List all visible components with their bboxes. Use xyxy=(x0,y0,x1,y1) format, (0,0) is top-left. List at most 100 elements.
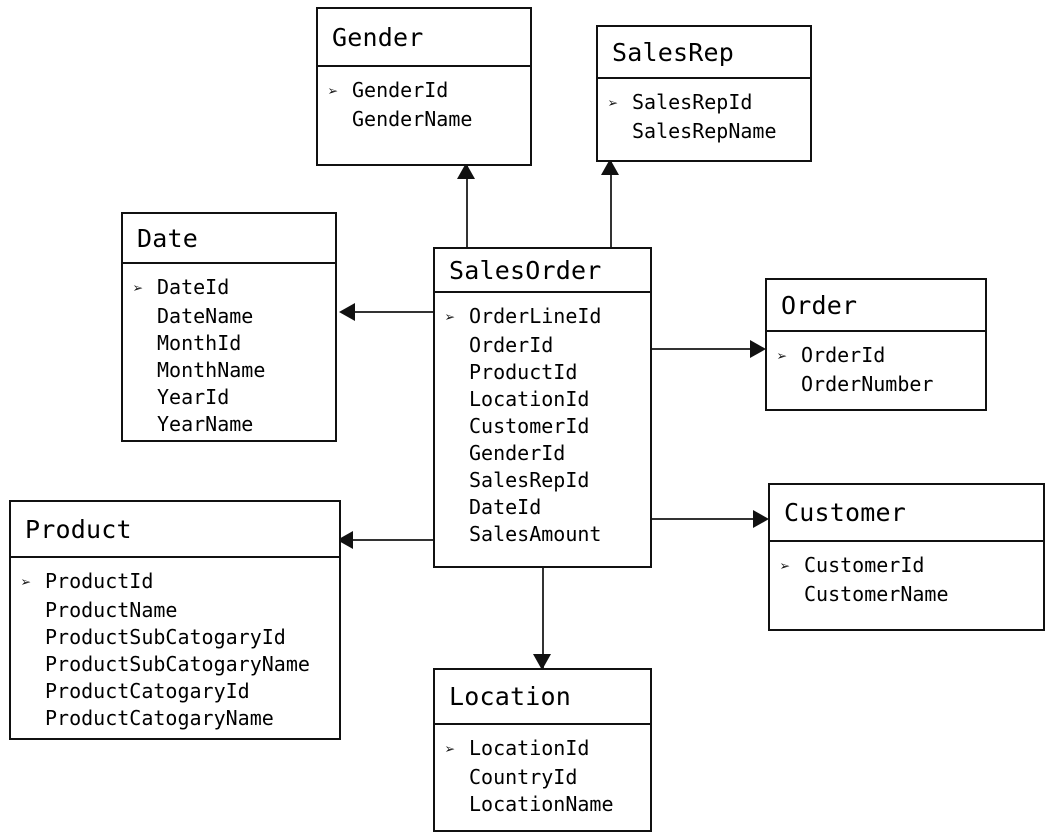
arrowhead-product-icon xyxy=(337,531,353,549)
entity-gender[interactable]: Gender ➢ GenderId GenderName xyxy=(316,7,532,166)
entity-fields-order: ➢ OrderId OrderNumber xyxy=(767,332,985,409)
field-row: LocationName xyxy=(445,791,642,818)
arrowhead-location-icon xyxy=(533,654,551,670)
primary-key-icon: ➢ xyxy=(21,573,32,593)
field-label: SalesRepName xyxy=(632,119,777,143)
entity-title-location: Location xyxy=(435,670,650,725)
field-label: OrderLineId xyxy=(469,304,602,328)
field-label: ProductId xyxy=(469,360,578,384)
field-label: GenderName xyxy=(352,107,473,131)
field-label: MonthName xyxy=(157,358,266,382)
field-label: ProductName xyxy=(45,598,178,622)
entity-fields-location: ➢ LocationId CountryId LocationName xyxy=(435,725,650,830)
entity-title-product: Product xyxy=(11,502,339,558)
field-label: ProductId xyxy=(45,569,154,593)
field-row: CountryId xyxy=(445,764,642,791)
primary-key-icon: ➢ xyxy=(133,279,144,299)
field-label: ProductSubCatogaryName xyxy=(45,652,310,676)
arrowhead-gender-icon xyxy=(457,163,475,179)
field-label: DateId xyxy=(469,495,542,519)
entity-product[interactable]: Product ➢ ProductId ProductName ProductS… xyxy=(9,500,341,740)
connector-salesorder-salesrep xyxy=(610,162,612,248)
field-label: ProductCatogaryId xyxy=(45,679,250,703)
field-label: DateId xyxy=(157,275,230,299)
connector-salesorder-customer xyxy=(651,518,754,520)
arrowhead-salesrep-icon xyxy=(601,159,619,175)
primary-key-icon: ➢ xyxy=(777,347,788,367)
field-row: GenderId xyxy=(445,440,642,467)
field-row: OrderId xyxy=(445,332,642,359)
field-label: SalesRepId xyxy=(469,468,590,492)
field-row: ➢ ProductId xyxy=(21,568,331,597)
field-row: CustomerId xyxy=(445,413,642,440)
entity-title-salesorder: SalesOrder xyxy=(435,249,650,293)
field-label: SalesRepId xyxy=(632,90,753,114)
field-label: LocationName xyxy=(469,792,614,816)
field-row: ProductCatogaryName xyxy=(21,705,331,732)
primary-key-icon: ➢ xyxy=(445,308,456,328)
field-label: ProductCatogaryName xyxy=(45,706,274,730)
connector-salesorder-location xyxy=(542,568,544,668)
field-label: DateName xyxy=(157,304,254,328)
field-row: SalesRepName xyxy=(608,118,802,145)
field-row: ➢ GenderId xyxy=(328,77,522,106)
entity-date[interactable]: Date ➢ DateId DateName MonthId MonthName… xyxy=(121,212,337,442)
connector-salesorder-product xyxy=(350,539,434,541)
field-row: ProductSubCatogaryId xyxy=(21,624,331,651)
field-label: CountryId xyxy=(469,765,578,789)
connector-salesorder-order xyxy=(651,348,751,350)
entity-title-date: Date xyxy=(123,214,335,264)
field-row: YearName xyxy=(133,411,327,438)
primary-key-icon: ➢ xyxy=(445,740,456,760)
field-row: SalesRepId xyxy=(445,467,642,494)
arrowhead-date-icon xyxy=(339,303,355,321)
entity-order[interactable]: Order ➢ OrderId OrderNumber xyxy=(765,278,987,411)
field-label: OrderId xyxy=(801,343,886,367)
entity-fields-date: ➢ DateId DateName MonthId MonthName Year… xyxy=(123,264,335,446)
field-label: LocationId xyxy=(469,736,590,760)
field-label: GenderId xyxy=(469,441,566,465)
connector-salesorder-date xyxy=(352,311,434,313)
entity-customer[interactable]: Customer ➢ CustomerId CustomerName xyxy=(768,483,1045,631)
entity-salesorder[interactable]: SalesOrder ➢ OrderLineId OrderId Product… xyxy=(433,247,652,568)
field-row: YearId xyxy=(133,384,327,411)
field-label: YearName xyxy=(157,412,254,436)
field-row: ProductId xyxy=(445,359,642,386)
field-row: GenderName xyxy=(328,106,522,133)
primary-key-icon: ➢ xyxy=(328,82,339,102)
entity-salesrep[interactable]: SalesRep ➢ SalesRepId SalesRepName xyxy=(596,25,812,162)
arrowhead-customer-icon xyxy=(753,510,769,528)
entity-title-salesrep: SalesRep xyxy=(598,27,810,79)
entity-fields-salesrep: ➢ SalesRepId SalesRepName xyxy=(598,79,810,160)
field-row: OrderNumber xyxy=(777,371,977,398)
entity-location[interactable]: Location ➢ LocationId CountryId Location… xyxy=(433,668,652,832)
entity-title-gender: Gender xyxy=(318,9,530,67)
field-label: LocationId xyxy=(469,387,590,411)
entity-title-order: Order xyxy=(767,280,985,332)
field-label: ProductSubCatogaryId xyxy=(45,625,286,649)
entity-fields-gender: ➢ GenderId GenderName xyxy=(318,67,530,164)
field-row: CustomerName xyxy=(780,581,1035,608)
field-row: SalesAmount xyxy=(445,521,642,548)
field-row: MonthName xyxy=(133,357,327,384)
field-row: ➢ OrderId xyxy=(777,342,977,371)
field-label: OrderId xyxy=(469,333,554,357)
field-label: YearId xyxy=(157,385,230,409)
field-row: LocationId xyxy=(445,386,642,413)
primary-key-icon: ➢ xyxy=(780,557,791,577)
field-label: OrderNumber xyxy=(801,372,934,396)
entity-title-customer: Customer xyxy=(770,485,1043,542)
field-row: ProductSubCatogaryName xyxy=(21,651,331,678)
field-row: DateName xyxy=(133,303,327,330)
field-row: ➢ LocationId xyxy=(445,735,642,764)
field-label: CustomerId xyxy=(469,414,590,438)
field-row: DateId xyxy=(445,494,642,521)
entity-fields-customer: ➢ CustomerId CustomerName xyxy=(770,542,1043,629)
connector-salesorder-gender xyxy=(466,166,468,248)
entity-fields-product: ➢ ProductId ProductName ProductSubCatoga… xyxy=(11,558,339,740)
primary-key-icon: ➢ xyxy=(608,94,619,114)
field-label: GenderId xyxy=(352,78,449,102)
field-row: ➢ SalesRepId xyxy=(608,89,802,118)
field-row: ➢ OrderLineId xyxy=(445,303,642,332)
